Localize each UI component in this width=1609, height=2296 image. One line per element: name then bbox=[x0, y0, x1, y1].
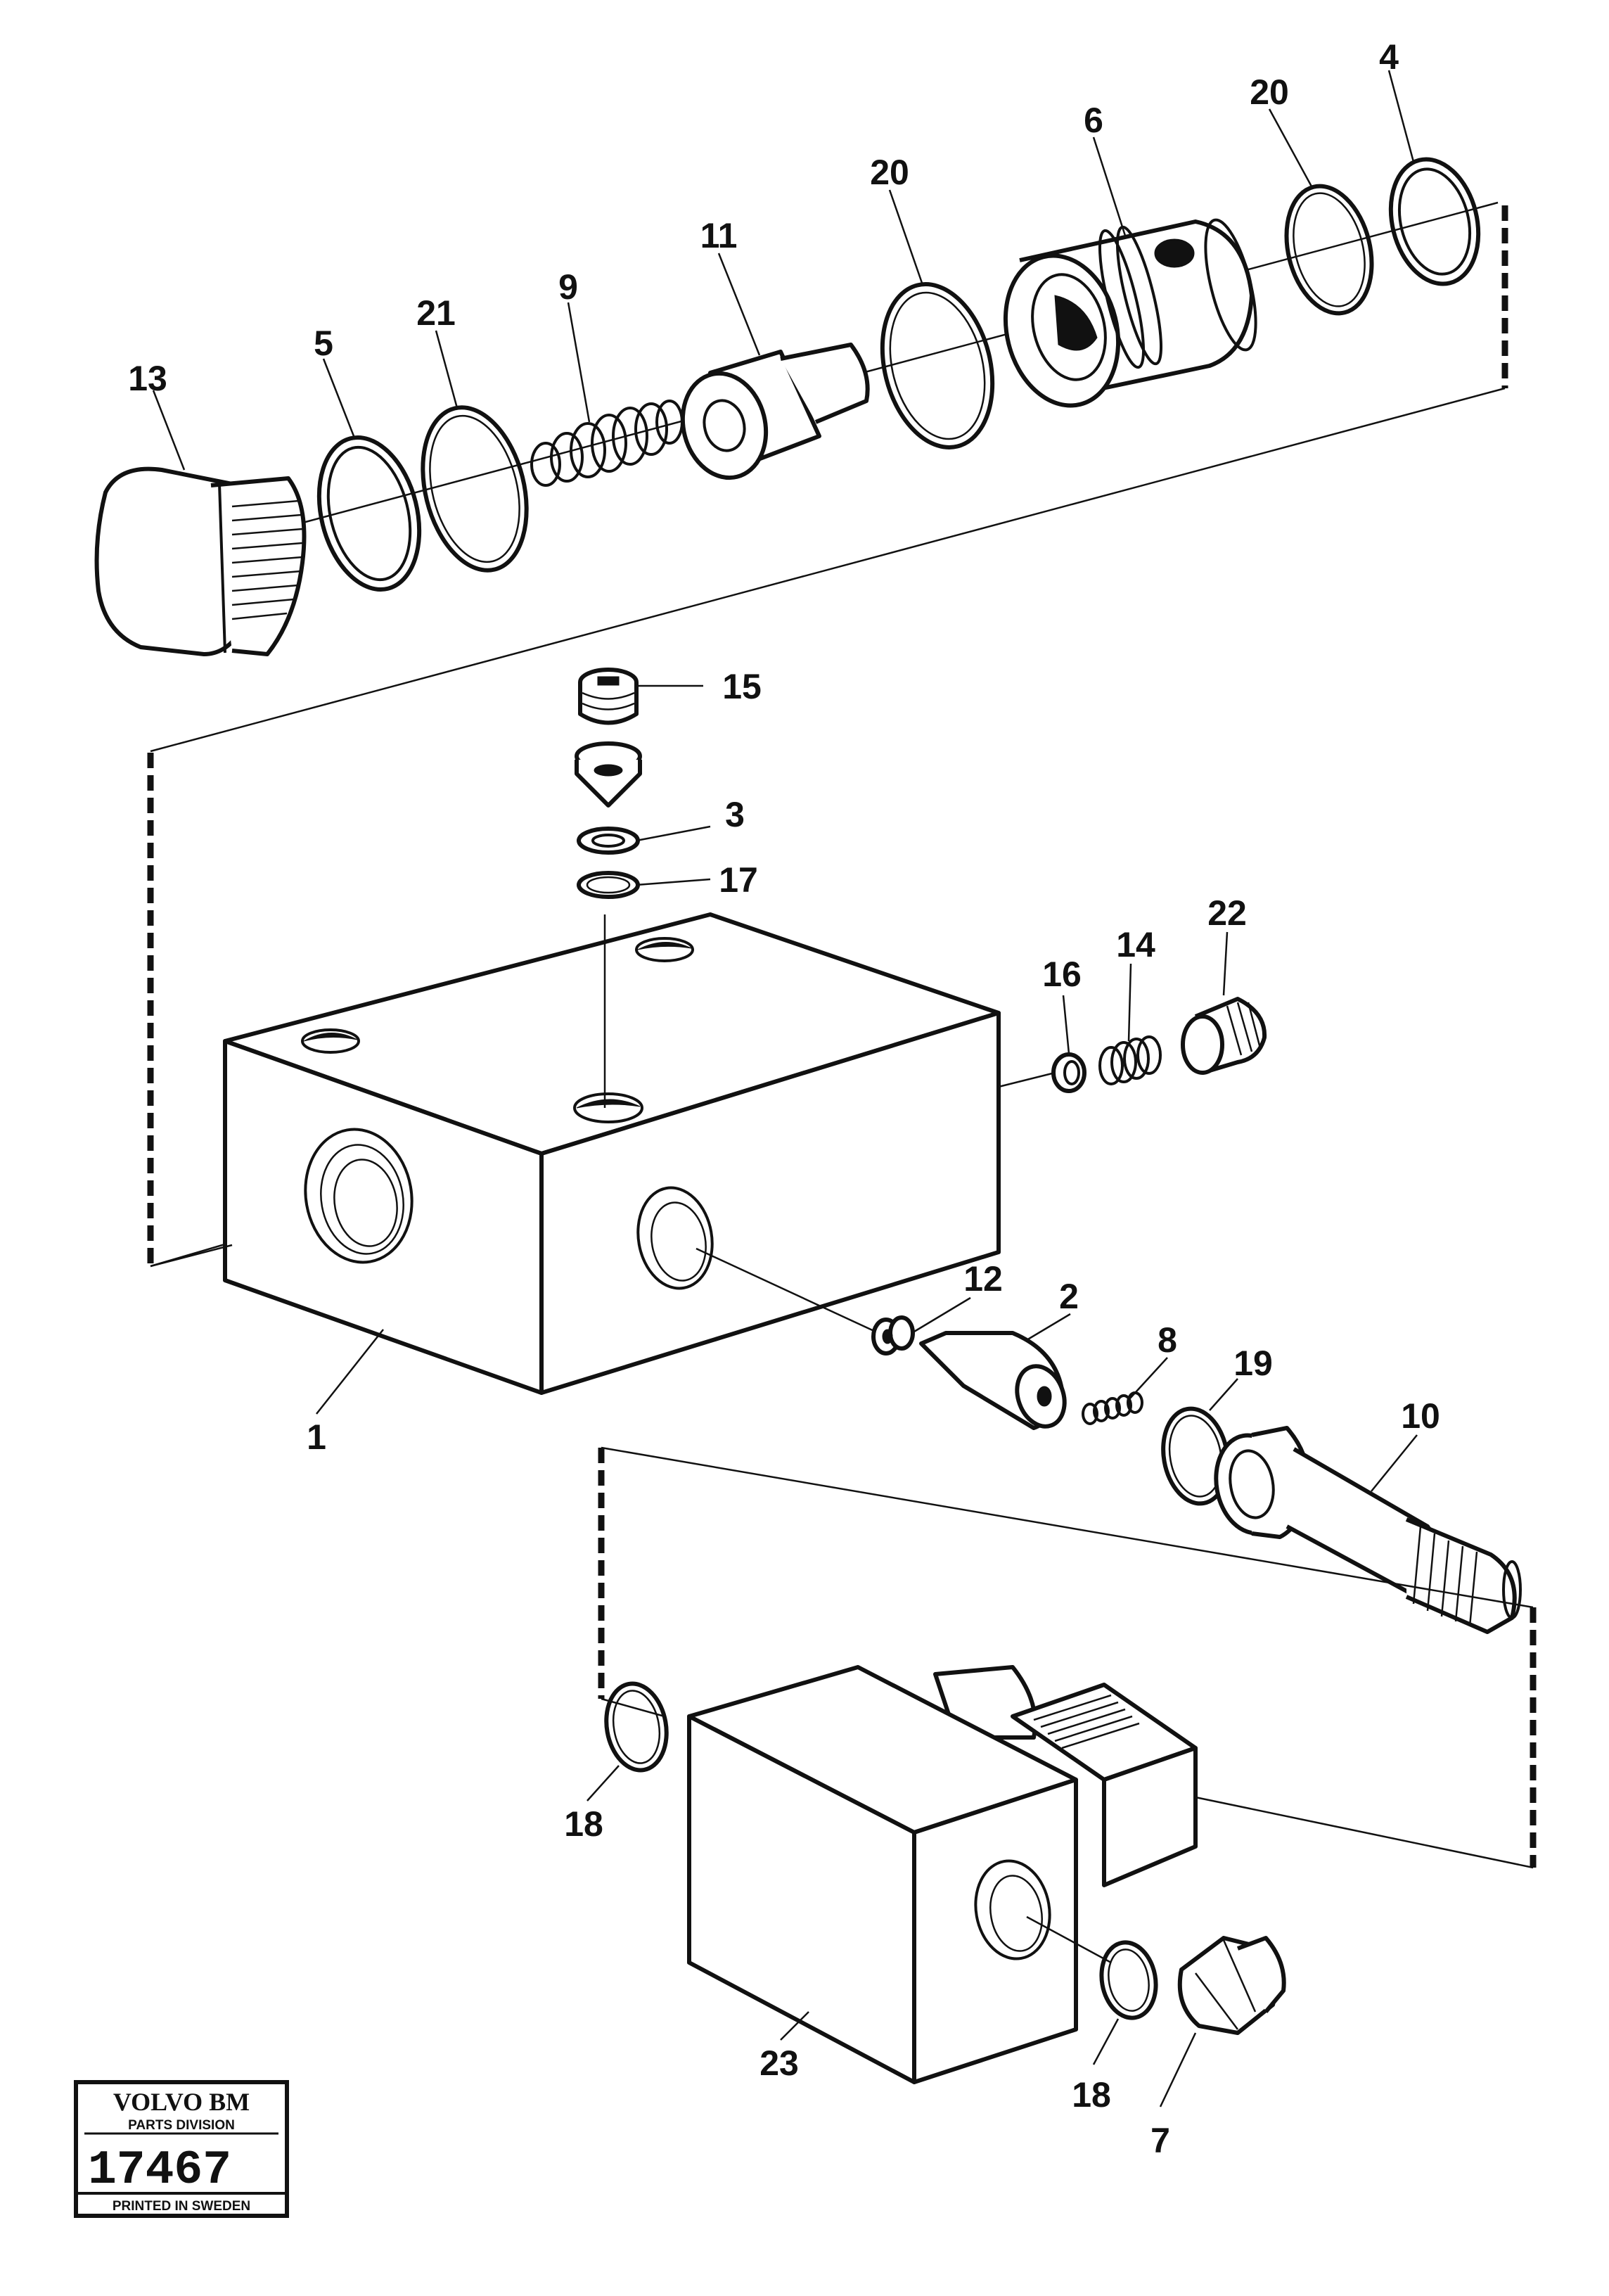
part-15-cone bbox=[575, 741, 642, 808]
part-6-bushing bbox=[1003, 218, 1257, 408]
part-4-ring bbox=[1388, 157, 1481, 286]
part-18-o-ring-right bbox=[1099, 1940, 1158, 2020]
label-22: 22 bbox=[1207, 893, 1247, 933]
part-labels: 13 5 21 9 11 20 6 20 4 15 3 17 16 14 22 … bbox=[128, 37, 1440, 2160]
part-13-plug bbox=[94, 466, 307, 656]
label-18-left: 18 bbox=[564, 1804, 603, 1844]
stamp-number: 17467 bbox=[88, 2143, 231, 2198]
label-3: 3 bbox=[725, 795, 745, 834]
part-20-o-ring-right bbox=[1284, 184, 1374, 316]
label-13: 13 bbox=[128, 359, 167, 398]
part-18-o-ring-left bbox=[604, 1681, 669, 1773]
part-5-seal-ring bbox=[316, 435, 422, 592]
part-8-spring bbox=[1082, 1391, 1143, 1425]
part-7-plug bbox=[1177, 1936, 1286, 2035]
stamp-printed: PRINTED IN SWEDEN bbox=[113, 2199, 250, 2214]
label-12: 12 bbox=[963, 1259, 1003, 1299]
label-17: 17 bbox=[719, 860, 758, 900]
label-10: 10 bbox=[1401, 1396, 1440, 1436]
volvo-bm-stamp: VOLVO BM PARTS DIVISION 17467 PRINTED IN… bbox=[74, 2080, 289, 2218]
label-20-left: 20 bbox=[870, 153, 909, 192]
label-15: 15 bbox=[722, 667, 762, 706]
label-4: 4 bbox=[1379, 37, 1399, 77]
part-10-threaded-sleeve bbox=[1214, 1426, 1522, 1634]
stamp-brand: VOLVO BM bbox=[113, 2088, 250, 2116]
part-22-plug bbox=[1181, 997, 1267, 1075]
part-12-poppet bbox=[871, 1315, 915, 1356]
label-7: 7 bbox=[1150, 2121, 1170, 2160]
label-23: 23 bbox=[759, 2043, 799, 2083]
part-9-spring bbox=[530, 400, 684, 487]
top-assembly bbox=[94, 157, 1508, 753]
stamp-division: PARTS DIVISION bbox=[128, 2118, 235, 2133]
leader-lines bbox=[152, 70, 1418, 2107]
part-3-washer bbox=[577, 827, 640, 855]
label-8: 8 bbox=[1158, 1320, 1177, 1360]
part-23-valve-housing bbox=[687, 1665, 1198, 2084]
lower-frame bbox=[598, 1446, 1537, 1869]
label-1: 1 bbox=[307, 1417, 326, 1457]
part-14-spring bbox=[1098, 1035, 1162, 1085]
label-21: 21 bbox=[416, 293, 456, 333]
part-16-ball bbox=[1051, 1052, 1086, 1093]
label-16: 16 bbox=[1042, 955, 1082, 994]
part-20-o-ring-left bbox=[880, 282, 995, 449]
label-14: 14 bbox=[1116, 925, 1155, 964]
part-1-valve-block bbox=[147, 753, 1056, 1395]
part-15-screw bbox=[578, 668, 639, 725]
label-18-right: 18 bbox=[1072, 2075, 1111, 2115]
part-21-o-ring bbox=[421, 405, 529, 573]
part-11-piston bbox=[680, 343, 870, 480]
label-11: 11 bbox=[700, 216, 738, 255]
label-6: 6 bbox=[1084, 101, 1103, 140]
label-9: 9 bbox=[558, 267, 578, 307]
part-17-washer bbox=[577, 871, 640, 899]
label-20-right: 20 bbox=[1250, 72, 1289, 112]
label-5: 5 bbox=[314, 324, 333, 363]
part-2-piston bbox=[919, 1331, 1067, 1430]
label-19: 19 bbox=[1233, 1344, 1273, 1383]
label-2: 2 bbox=[1059, 1277, 1079, 1316]
